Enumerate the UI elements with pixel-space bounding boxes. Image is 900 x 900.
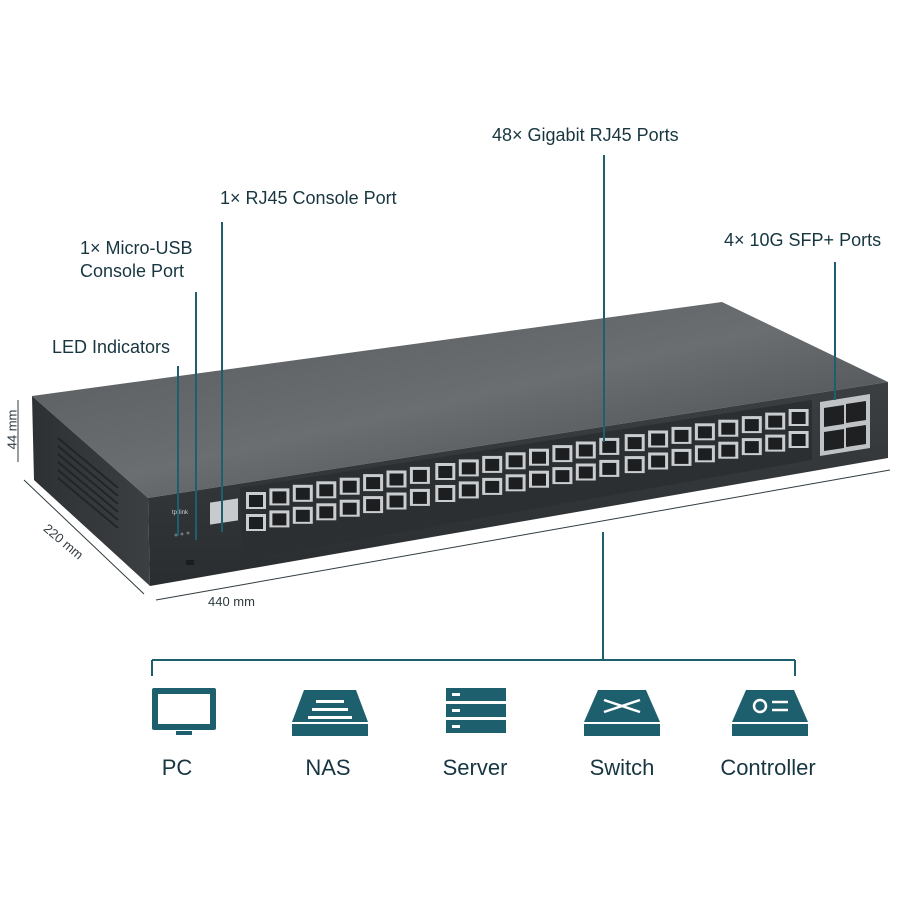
device-label-switch: Switch: [589, 755, 655, 780]
rj45-port-socket: [272, 491, 287, 504]
rj45-port-socket: [342, 502, 357, 515]
rj45-port-group: [246, 409, 809, 531]
rj45-port-socket: [272, 513, 287, 526]
rj45-port-socket: [651, 455, 666, 468]
switch-side-face: [32, 396, 150, 586]
rj45-port-socket: [295, 487, 310, 500]
device-label-nas: NAS: [305, 755, 351, 780]
rj45-port-socket: [627, 437, 642, 450]
callout-rj45-console: 1× RJ45 Console Port: [220, 188, 397, 208]
callout-led-indicators: LED Indicators: [52, 337, 171, 357]
callout-micro-usb-line2: Console Port: [80, 261, 185, 281]
server-icon: [446, 688, 506, 733]
rj45-port-socket: [438, 488, 453, 500]
rj45-port-socket: [721, 422, 736, 435]
rj45-port-socket: [508, 477, 523, 490]
rj45-port-socket: [461, 484, 476, 497]
rj45-port-socket: [651, 433, 666, 446]
led-indicators: [174, 531, 190, 537]
rj45-port-socket: [389, 495, 404, 508]
rj45-port-socket: [627, 459, 642, 472]
nas-icon: [292, 690, 368, 736]
rj45-port-socket: [768, 415, 783, 428]
switch-top-face: [32, 302, 888, 498]
console-area: tp-link: [172, 498, 238, 565]
device-label-server: Server: [442, 755, 508, 780]
side-vent-grid: [57, 437, 119, 529]
rj45-port-socket: [319, 506, 334, 519]
rj45-port-socket: [791, 412, 806, 424]
rj45-port-socket: [461, 462, 476, 475]
dimension-lines: [17, 400, 891, 601]
rj45-port-socket: [697, 426, 712, 439]
rj45-port-socket: [674, 451, 689, 464]
rj45-port-socket: [389, 473, 404, 486]
rj45-port-socket: [366, 477, 381, 490]
rj45-port-socket: [485, 480, 500, 493]
callout-leaders: [151, 155, 836, 676]
rj45-port-socket: [342, 480, 357, 493]
rj45-port-socket: [508, 455, 523, 468]
rj45-port-socket: [532, 473, 546, 486]
rj45-port-socket: [602, 462, 617, 475]
rj45-port-socket: [366, 499, 381, 512]
rj45-port-socket: [578, 466, 593, 479]
rj45-port-socket: [791, 434, 806, 446]
rj45-port-socket: [674, 429, 689, 442]
sfp-cage: [820, 394, 870, 456]
rj45-port-socket: [438, 466, 453, 478]
svg-text:tp-link: tp-link: [172, 510, 189, 516]
port-panel: [240, 400, 812, 560]
rj45-port-socket: [249, 495, 263, 507]
rj45-port-socket: [768, 437, 783, 450]
device-label-pc: PC: [161, 755, 193, 780]
rj45-port-socket: [485, 458, 500, 471]
callout-gigabit-ports: 48× Gigabit RJ45 Ports: [492, 125, 679, 145]
rj45-port-socket: [249, 517, 263, 529]
rj45-port-socket: [532, 451, 546, 464]
rj45-port-socket: [412, 469, 427, 482]
dimension-height: 44 mm: [4, 409, 20, 450]
rj45-port-socket: [744, 419, 759, 432]
switch-icon: [584, 690, 660, 736]
controller-icon: [732, 690, 808, 736]
rj45-port-socket: [555, 470, 570, 483]
device-label-controller: Controller: [720, 755, 816, 780]
rj45-port-socket: [744, 441, 759, 454]
rj45-port-socket: [602, 440, 617, 453]
rj45-port-socket: [319, 484, 334, 497]
callout-sfp-ports: 4× 10G SFP+ Ports: [724, 230, 882, 250]
rj45-port-socket: [721, 444, 736, 457]
callout-micro-usb-line1: 1× Micro-USB: [80, 238, 193, 258]
rj45-port-socket: [697, 448, 712, 461]
rj45-port-socket: [578, 444, 593, 457]
dimension-width: 440 mm: [208, 594, 255, 609]
rj45-port-socket: [412, 491, 427, 504]
rj45-port-socket: [555, 448, 570, 461]
pc-icon: [152, 688, 216, 735]
rj45-port-socket: [295, 509, 310, 522]
